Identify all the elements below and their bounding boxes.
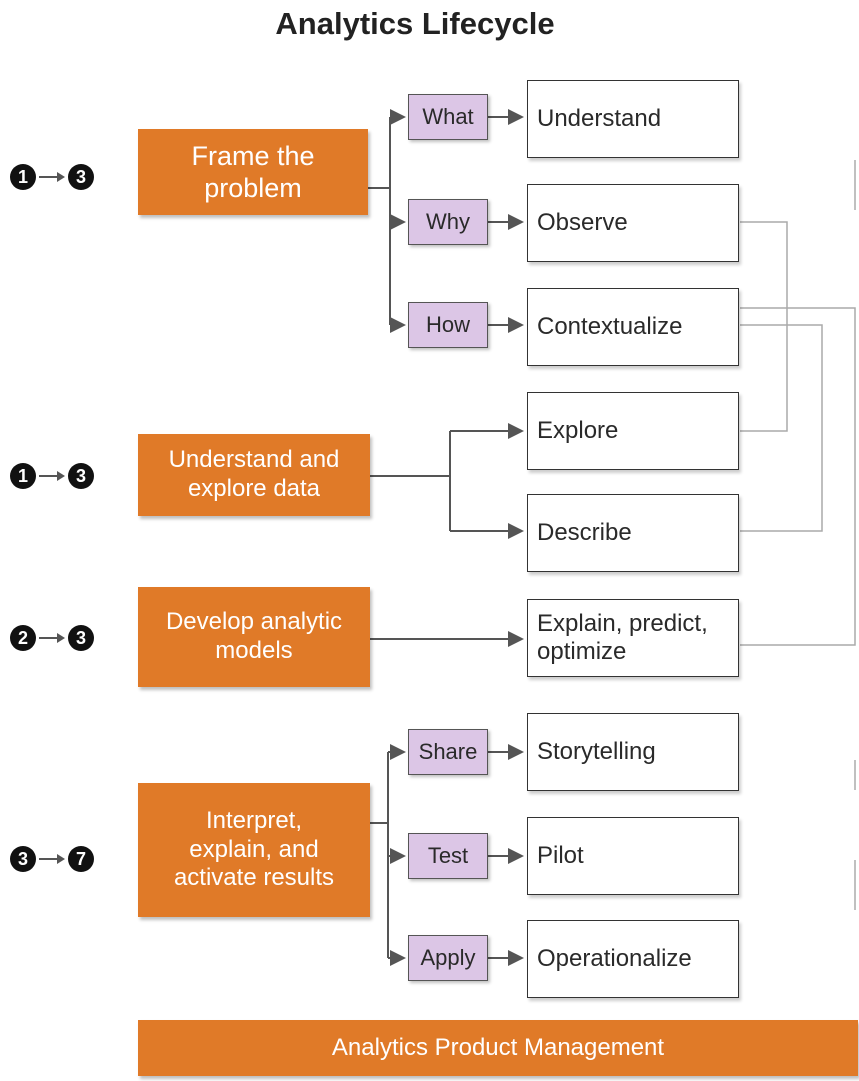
step-number-icon: 3 (68, 625, 94, 651)
activity-storytelling: Storytelling (527, 713, 739, 791)
step-number-icon: 3 (10, 846, 36, 872)
stage-develop-models: Develop analytic models (138, 587, 370, 687)
arrow-right-icon (36, 463, 68, 489)
activity-understand: Understand (527, 80, 739, 158)
question-test: Test (408, 833, 488, 879)
activity-operationalize: Operationalize (527, 920, 739, 998)
activity-pilot: Pilot (527, 817, 739, 895)
arrow-right-icon (36, 625, 68, 651)
stage-indicator-interpret: 3 7 (10, 846, 94, 872)
step-number-icon: 7 (68, 846, 94, 872)
diagram-title: Analytics Lifecycle (275, 6, 555, 41)
stage-interpret-activate: Interpret, explain, and activate results (138, 783, 370, 917)
question-apply: Apply (408, 935, 488, 981)
step-number-icon: 1 (10, 463, 36, 489)
question-what: What (408, 94, 488, 140)
stage-frame-problem: Frame the problem (138, 129, 368, 215)
step-number-icon: 2 (10, 625, 36, 651)
question-why: Why (408, 199, 488, 245)
activity-observe: Observe (527, 184, 739, 262)
activity-contextualize: Contextualize (527, 288, 739, 366)
stage-indicator-develop: 2 3 (10, 625, 94, 651)
stage-indicator-understand: 1 3 (10, 463, 94, 489)
step-number-icon: 3 (68, 164, 94, 190)
question-share: Share (408, 729, 488, 775)
arrow-right-icon (36, 164, 68, 190)
arrow-right-icon (36, 846, 68, 872)
activity-explore: Explore (527, 392, 739, 470)
stage-indicator-frame: 1 3 (10, 164, 94, 190)
activity-explain-predict-optimize: Explain, predict, optimize (527, 599, 739, 677)
question-how: How (408, 302, 488, 348)
activity-describe: Describe (527, 494, 739, 572)
stage-understand-explore: Understand and explore data (138, 434, 370, 516)
step-number-icon: 1 (10, 164, 36, 190)
footer-product-management: Analytics Product Management (138, 1020, 858, 1076)
step-number-icon: 3 (68, 463, 94, 489)
